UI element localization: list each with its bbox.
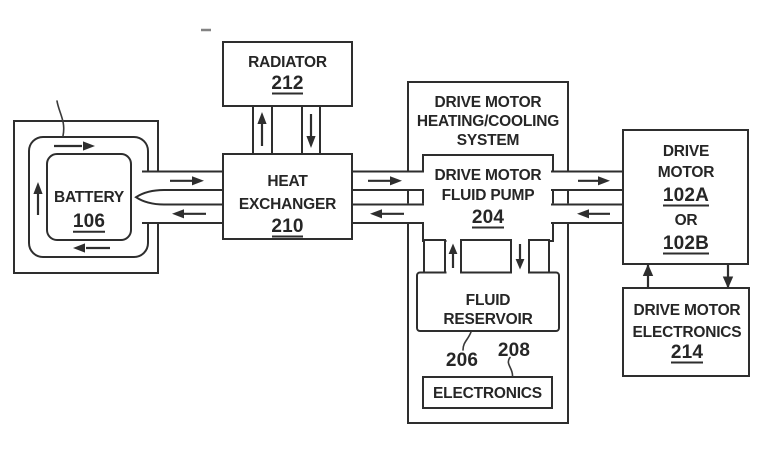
- up-arrow-icon: [448, 243, 458, 254]
- leader-208: [507, 356, 514, 377]
- up-arrow-icon: [642, 264, 654, 276]
- dm-electronics-ref: 214: [671, 342, 704, 363]
- battery-loop-inner: [46, 153, 132, 241]
- right-arrow-icon: [598, 176, 610, 186]
- dm-system-title-1: DRIVE MOTOR: [435, 94, 542, 111]
- drive-motor-box: [622, 129, 749, 265]
- drive-motor-ref-a: 102A: [663, 185, 709, 206]
- drive-motor-or: OR: [675, 212, 698, 229]
- dm-electronics-label-1: DRIVE MOTOR: [634, 302, 741, 319]
- down-arrow-icon: [515, 259, 525, 270]
- heat-exchanger-label-2: EXCHANGER: [239, 196, 336, 213]
- channel-opening: [512, 238, 528, 243]
- electronics-label: ELECTRONICS: [433, 385, 542, 402]
- fluid-reservoir-label-1: FLUID: [466, 292, 511, 309]
- radiator-label: RADIATOR: [248, 54, 327, 71]
- left-arrow-icon: [370, 209, 382, 219]
- left-arrow-icon: [172, 209, 184, 219]
- up-arrow-icon: [257, 112, 267, 124]
- fluid-pump-label-1: DRIVE MOTOR: [435, 167, 542, 184]
- channel-opening: [446, 238, 460, 243]
- ref-208: 208: [498, 340, 530, 361]
- pipe-junction-fill: [140, 189, 166, 205]
- dm-system-title-3: SYSTEM: [457, 132, 520, 149]
- drive-motor-ref-b: 102B: [663, 233, 709, 254]
- right-arrow-icon: [192, 176, 204, 186]
- battery-ref: 106: [73, 211, 105, 232]
- battery-leader-line: [56, 100, 65, 137]
- pipe-wedge-edges: [134, 189, 223, 206]
- drive-motor-label-2: MOTOR: [658, 164, 714, 181]
- heat-exchanger-label-1: HEAT: [267, 173, 308, 190]
- channel-opening: [512, 270, 528, 275]
- down-arrow-icon: [722, 276, 734, 289]
- fluid-reservoir-label-2: RESERVOIR: [443, 311, 532, 328]
- down-arrow-icon: [306, 136, 316, 148]
- fluid-pump-ref: 204: [472, 207, 505, 228]
- right-arrow-icon: [83, 141, 95, 151]
- reservoir-baffle: [460, 239, 512, 274]
- left-arrow-icon: [577, 209, 589, 219]
- radiator-ref: 212: [271, 73, 303, 94]
- radiator-stub-pipes: [252, 105, 321, 155]
- left-arrow-icon: [73, 243, 85, 253]
- right-arrow-icon: [390, 176, 402, 186]
- ref-206: 206: [446, 350, 478, 371]
- radiator-box: [222, 41, 353, 107]
- electronics-box: [422, 376, 553, 409]
- fluid-pump-label-2: FLUID PUMP: [442, 187, 535, 204]
- dm-electronics-label-2: ELECTRONICS: [633, 324, 742, 341]
- reservoir-notch-left: [423, 239, 446, 274]
- heat-exchanger-box: [222, 153, 353, 240]
- drive-motor-label-1: DRIVE: [663, 143, 709, 160]
- reservoir-notch-right: [528, 239, 550, 274]
- channel-opening: [446, 270, 460, 275]
- dm-electronics-box: [622, 287, 750, 377]
- leader-206: [462, 331, 472, 351]
- up-arrow-icon: [33, 182, 43, 194]
- battery-label: BATTERY: [54, 189, 125, 206]
- heat-exchanger-ref: 210: [271, 216, 303, 237]
- dm-system-title-2: HEATING/COOLING: [417, 113, 559, 130]
